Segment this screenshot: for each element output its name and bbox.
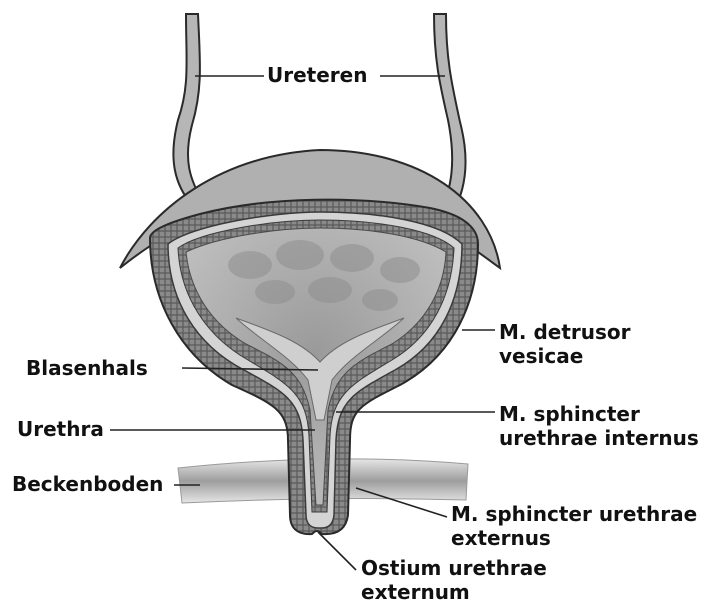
ureter-left xyxy=(173,14,203,205)
label-beckenboden: Beckenboden xyxy=(9,472,166,496)
label-ureteren: Ureteren xyxy=(264,63,370,87)
label-detrusor: M. detrusor vesicae xyxy=(496,320,634,368)
label-sphincter-internus: M. sphincter urethrae internus xyxy=(496,402,702,450)
label-urethra: Urethra xyxy=(14,417,107,441)
label-sphincter-externus: M. sphincter urethrae externus xyxy=(448,502,700,550)
label-ostium: Ostium urethrae externum xyxy=(358,556,550,604)
label-blasenhals: Blasenhals xyxy=(23,356,151,380)
